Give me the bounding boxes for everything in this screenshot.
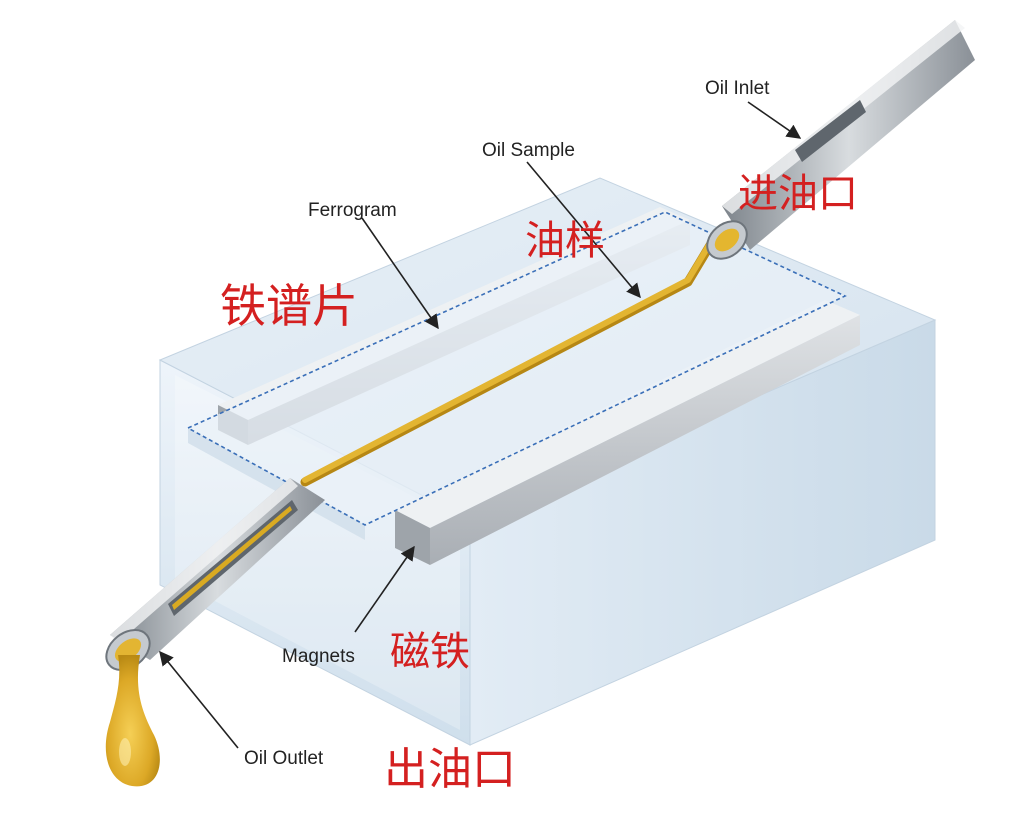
outlet-tube: [105, 478, 325, 671]
label-oil-sample: Oil Sample: [482, 140, 575, 161]
arrow-ferrogram: [361, 217, 439, 330]
oil-drop: [105, 655, 160, 787]
magnet-right: [395, 300, 860, 565]
label-cn-magnets: 磁铁: [390, 629, 470, 675]
label-cn-oil-sample: 油样: [525, 218, 605, 264]
arrow-oil-inlet: [747, 101, 802, 139]
leader-lines: [159, 101, 802, 749]
label-ferrogram: Ferrogram: [308, 200, 397, 221]
label-magnets: Magnets: [282, 646, 355, 667]
label-cn-oil-outlet: 出油口: [384, 744, 516, 795]
arrow-oil-outlet: [159, 650, 239, 749]
label-cn-ferrogram: 铁谱片: [220, 279, 358, 333]
inlet-tube: [706, 20, 975, 260]
label-oil-inlet: Oil Inlet: [705, 78, 770, 99]
arrow-magnets: [354, 545, 415, 633]
label-cn-oil-inlet: 进油口: [738, 171, 858, 217]
label-oil-outlet: Oil Outlet: [244, 748, 324, 769]
arrow-oil-sample: [526, 161, 641, 299]
